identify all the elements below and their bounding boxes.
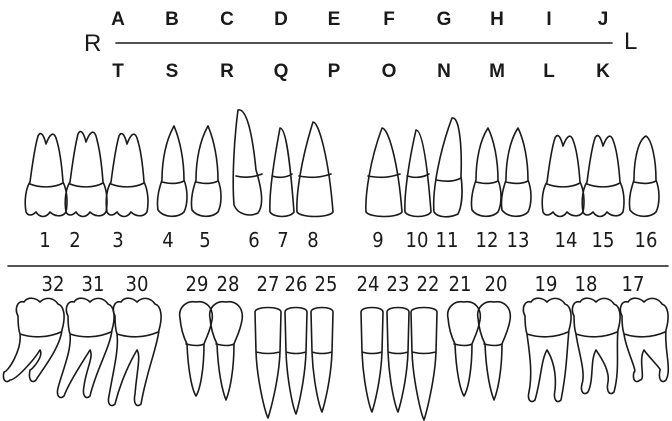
primary-letter-q: Q xyxy=(274,61,289,83)
tooth-number-3: 3 xyxy=(112,228,123,252)
tooth-4 xyxy=(157,126,187,216)
tooth-number-19: 19 xyxy=(535,272,558,296)
tooth-1 xyxy=(25,134,67,217)
tooth-10 xyxy=(405,130,431,217)
tooth-20 xyxy=(478,302,511,400)
tooth-number-14: 14 xyxy=(555,228,578,252)
tooth-3 xyxy=(106,134,148,217)
tooth-24 xyxy=(361,308,383,413)
tooth-6 xyxy=(233,110,262,215)
primary-letter-g: G xyxy=(437,9,452,31)
tooth-number-31: 31 xyxy=(82,272,105,296)
tooth-13 xyxy=(501,128,531,216)
tooth-number-27: 27 xyxy=(257,272,280,296)
tooth-number-13: 13 xyxy=(507,228,530,252)
tooth-number-2: 2 xyxy=(69,228,80,252)
tooth-number-32: 32 xyxy=(42,272,65,296)
lower-teeth-group xyxy=(3,298,668,420)
primary-letter-f: F xyxy=(383,9,395,31)
primary-letter-n: N xyxy=(437,61,451,83)
tooth-22 xyxy=(411,308,437,421)
tooth-number-16: 16 xyxy=(635,228,658,252)
tooth-number-5: 5 xyxy=(199,228,210,252)
tooth-5 xyxy=(191,126,221,216)
tooth-number-12: 12 xyxy=(476,228,499,252)
tooth-number-20: 20 xyxy=(485,272,508,296)
upper-teeth-group xyxy=(25,110,659,217)
tooth-2 xyxy=(65,132,107,217)
primary-letter-e: E xyxy=(328,9,341,31)
tooth-number-1: 1 xyxy=(39,228,50,252)
tooth-number-29: 29 xyxy=(186,272,209,296)
tooth-number-25: 25 xyxy=(315,272,338,296)
tooth-9 xyxy=(366,128,402,217)
tooth-27 xyxy=(255,308,281,419)
tooth-number-28: 28 xyxy=(217,272,240,296)
tooth-number-15: 15 xyxy=(592,228,615,252)
tooth-8 xyxy=(297,122,333,217)
tooth-15 xyxy=(582,136,624,217)
tooth-number-21: 21 xyxy=(449,272,472,296)
tooth-number-26: 26 xyxy=(285,272,308,296)
tooth-18 xyxy=(572,298,620,393)
tooth-32 xyxy=(3,298,64,381)
primary-letter-d: D xyxy=(274,9,288,31)
primary-letter-l: L xyxy=(543,61,555,83)
tooth-14 xyxy=(542,136,584,217)
primary-letter-r: R xyxy=(220,61,234,83)
primary-letter-m: M xyxy=(489,61,505,83)
primary-letter-a: A xyxy=(111,9,125,31)
tooth-12 xyxy=(471,128,501,216)
tooth-25 xyxy=(311,308,333,413)
tooth-number-24: 24 xyxy=(357,272,380,296)
primary-letter-b: B xyxy=(165,9,179,31)
tooth-number-9: 9 xyxy=(372,228,383,252)
tooth-19 xyxy=(523,298,571,401)
tooth-16 xyxy=(629,136,659,216)
tooth-number-10: 10 xyxy=(406,228,429,252)
tooth-21 xyxy=(448,302,481,396)
tooth-number-23: 23 xyxy=(387,272,410,296)
tooth-31 xyxy=(57,298,114,397)
primary-letter-p: P xyxy=(328,61,341,83)
tooth-number-8: 8 xyxy=(307,228,318,252)
primary-letter-c: C xyxy=(220,9,234,31)
primary-letter-o: O xyxy=(382,61,397,83)
tooth-number-18: 18 xyxy=(575,272,598,296)
primary-letter-i: I xyxy=(546,9,551,31)
tooth-number-7: 7 xyxy=(277,228,288,252)
tooth-23 xyxy=(387,308,409,413)
tooth-number-30: 30 xyxy=(126,272,149,296)
tooth-number-6: 6 xyxy=(248,228,259,252)
primary-letter-t: T xyxy=(112,61,124,83)
tooth-17 xyxy=(620,298,668,381)
tooth-number-22: 22 xyxy=(417,272,440,296)
tooth-26 xyxy=(285,308,307,415)
tooth-7 xyxy=(270,128,294,217)
tooth-11 xyxy=(434,118,462,217)
primary-letter-h: H xyxy=(490,9,504,31)
primary-letter-j: J xyxy=(598,9,609,31)
primary-letter-k: K xyxy=(596,61,610,83)
tooth-number-4: 4 xyxy=(162,228,173,252)
tooth-number-11: 11 xyxy=(436,228,459,252)
tooth-29 xyxy=(180,302,213,396)
primary-letter-s: S xyxy=(166,61,179,83)
tooth-30 xyxy=(108,298,161,405)
tooth-number-17: 17 xyxy=(622,272,645,296)
tooth-28 xyxy=(210,302,243,400)
